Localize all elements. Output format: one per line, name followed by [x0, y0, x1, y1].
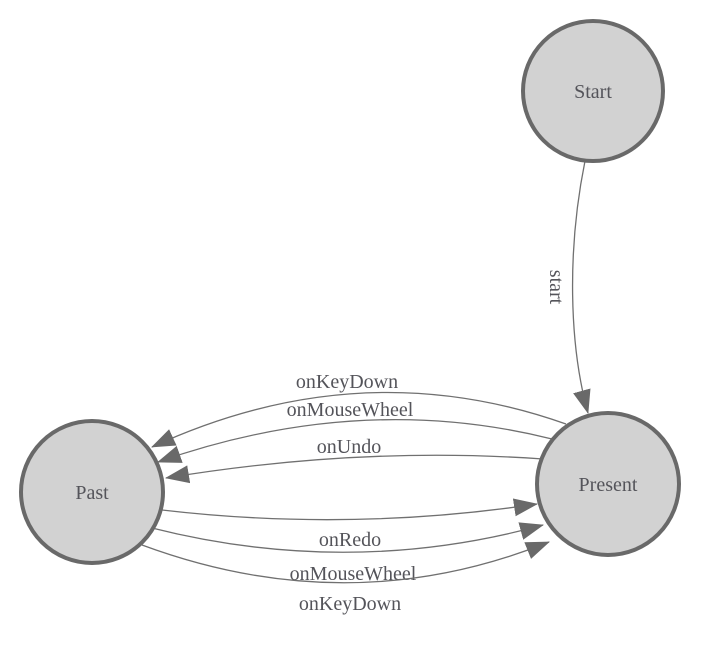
edge-onkeydown-bottom [141, 541, 550, 584]
edge-label-onkeydown-bottom: onKeyDown [299, 593, 401, 615]
edge-start [571, 160, 591, 414]
edge-label-onkeydown-top: onKeyDown [296, 371, 398, 393]
edge-label-onmousewheel-bottom: onMouseWheel [290, 563, 417, 585]
node-start: Start [521, 19, 665, 163]
edge-onmousewheel-bottom [151, 522, 544, 553]
node-start-label: Start [574, 81, 612, 103]
node-present-label: Present [579, 474, 638, 496]
node-present-circle [535, 411, 681, 557]
node-past: Past [19, 419, 165, 565]
edge-onmousewheel-top [157, 419, 553, 463]
edges: start onKeyDown onMouseWheel onUndo onRe… [141, 160, 591, 615]
edge-label-onmousewheel-top: onMouseWheel [287, 399, 414, 421]
edge-onredo [161, 498, 538, 521]
node-past-label: Past [75, 482, 109, 504]
edge-onkeydown-top [151, 391, 567, 448]
nodes: Start Past Present [19, 19, 681, 565]
node-past-circle [19, 419, 165, 565]
node-present: Present [535, 411, 681, 557]
edge-label-onundo: onUndo [317, 436, 381, 458]
edge-label-start: start [545, 270, 567, 305]
edge-onundo [165, 454, 544, 484]
node-start-circle [521, 19, 665, 163]
edge-label-onredo: onRedo [319, 529, 381, 551]
